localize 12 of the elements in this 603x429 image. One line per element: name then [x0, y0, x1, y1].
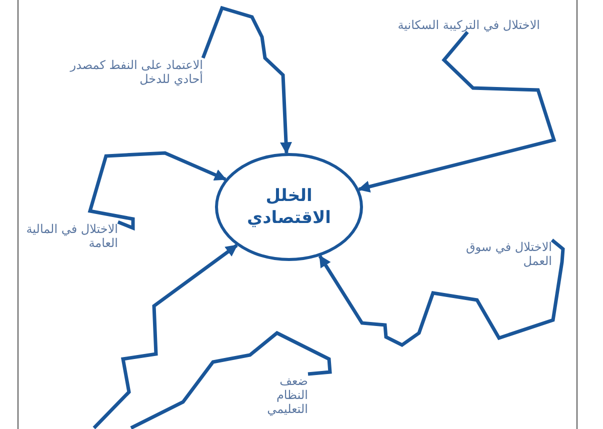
- cause-label: الاختلال في سوق العمل: [452, 240, 552, 268]
- arrow: [318, 238, 565, 348]
- arrow: [88, 151, 227, 231]
- central-ellipse: الخلل الاقتصادي: [215, 153, 363, 261]
- cause-label: ضعف النظام التعليمي: [258, 374, 308, 416]
- arrow: [201, 6, 292, 154]
- arrow: [92, 244, 238, 429]
- connector-line: [130, 330, 332, 429]
- cause-label: الاختلال في المالية العامة: [18, 222, 118, 250]
- cause-label: الاعتماد على النفط كمصدر أحادي للدخل: [68, 58, 203, 86]
- arrow: [358, 30, 556, 192]
- cause-label: الاختلال في التركيبة السكانية: [395, 18, 540, 32]
